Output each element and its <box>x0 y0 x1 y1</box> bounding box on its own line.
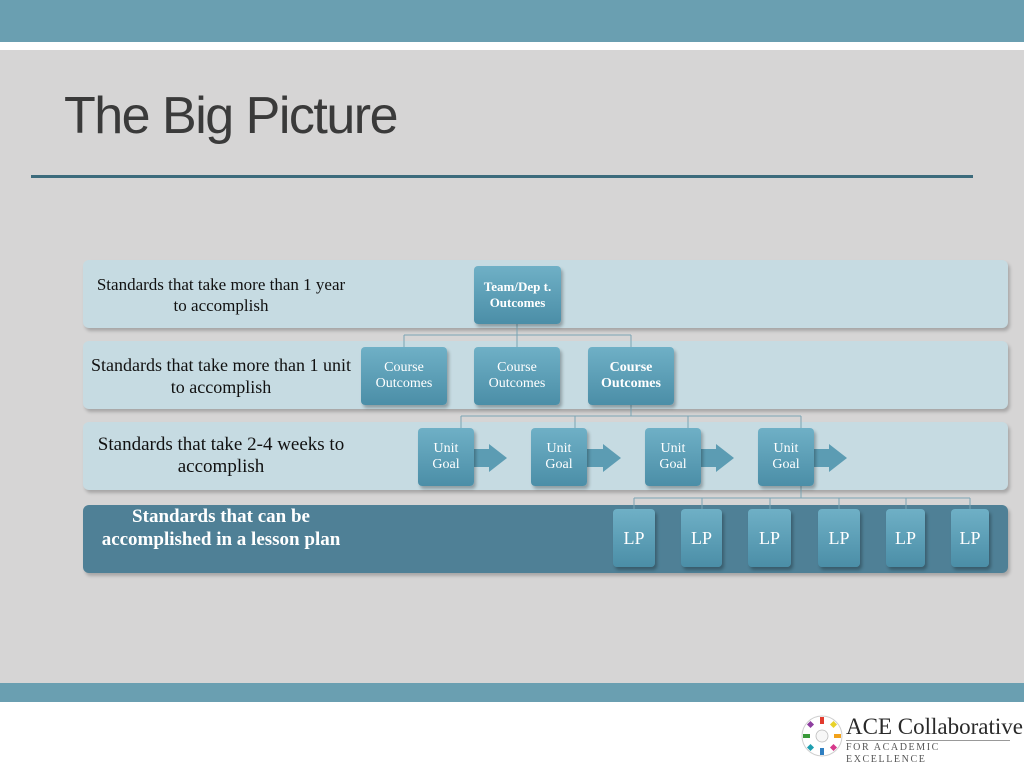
logo-name: ACE Collaborative <box>846 714 1023 739</box>
footer <box>0 702 1024 768</box>
course-outcomes-node: Course Outcomes <box>361 347 447 405</box>
bottom-accent-bar <box>0 683 1024 702</box>
unit-goal-node: Unit Goal <box>645 428 701 486</box>
slide-title: The Big Picture <box>64 87 399 145</box>
level-label-year: Standards that take more than 1 year to … <box>96 275 346 315</box>
level-label-unit: Standards that take more than 1 unit to … <box>91 355 351 397</box>
level-label-weeks: Standards that take 2-4 weeks to accompl… <box>97 434 345 477</box>
level-label-lesson: Standards that can be accomplished in a … <box>101 506 341 550</box>
lesson-plan-node: LP <box>613 509 655 567</box>
lesson-plan-node: LP <box>818 509 860 567</box>
unit-arrow-stem <box>810 449 830 467</box>
unit-arrow-stem <box>584 449 604 467</box>
right-arrow-icon <box>829 444 847 472</box>
lesson-plan-node: LP <box>681 509 722 567</box>
unit-goal-node: Unit Goal <box>531 428 587 486</box>
unit-goal-node: Unit Goal <box>418 428 474 486</box>
right-arrow-icon <box>716 444 734 472</box>
team-outcomes-node: Team/Dep t. Outcomes <box>474 266 561 324</box>
unit-goal-node: Unit Goal <box>758 428 814 486</box>
lesson-plan-node: LP <box>886 509 925 567</box>
logo-tagline: FOR ACADEMIC EXCELLENCE <box>846 742 940 765</box>
unit-arrow-stem <box>697 449 717 467</box>
top-accent-bar <box>0 0 1024 42</box>
unit-arrow-stem <box>470 449 490 467</box>
lesson-plan-node: LP <box>951 509 989 567</box>
course-outcomes-node-selected: Course Outcomes <box>588 347 674 405</box>
ace-logo-icon <box>801 715 843 757</box>
right-arrow-icon <box>489 444 507 472</box>
logo-divider <box>846 740 1010 741</box>
lesson-plan-node: LP <box>748 509 791 567</box>
top-divider <box>0 42 1024 50</box>
course-outcomes-node: Course Outcomes <box>474 347 560 405</box>
title-underline <box>31 175 973 178</box>
right-arrow-icon <box>603 444 621 472</box>
